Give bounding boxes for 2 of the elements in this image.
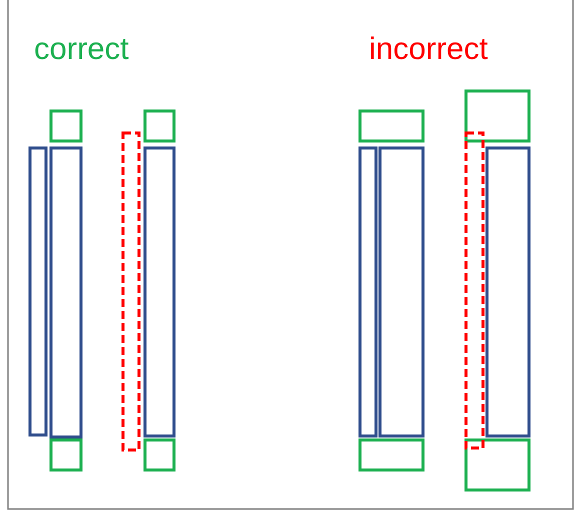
heading-label: correct xyxy=(34,31,129,67)
heading-label: incorrect xyxy=(369,31,488,67)
